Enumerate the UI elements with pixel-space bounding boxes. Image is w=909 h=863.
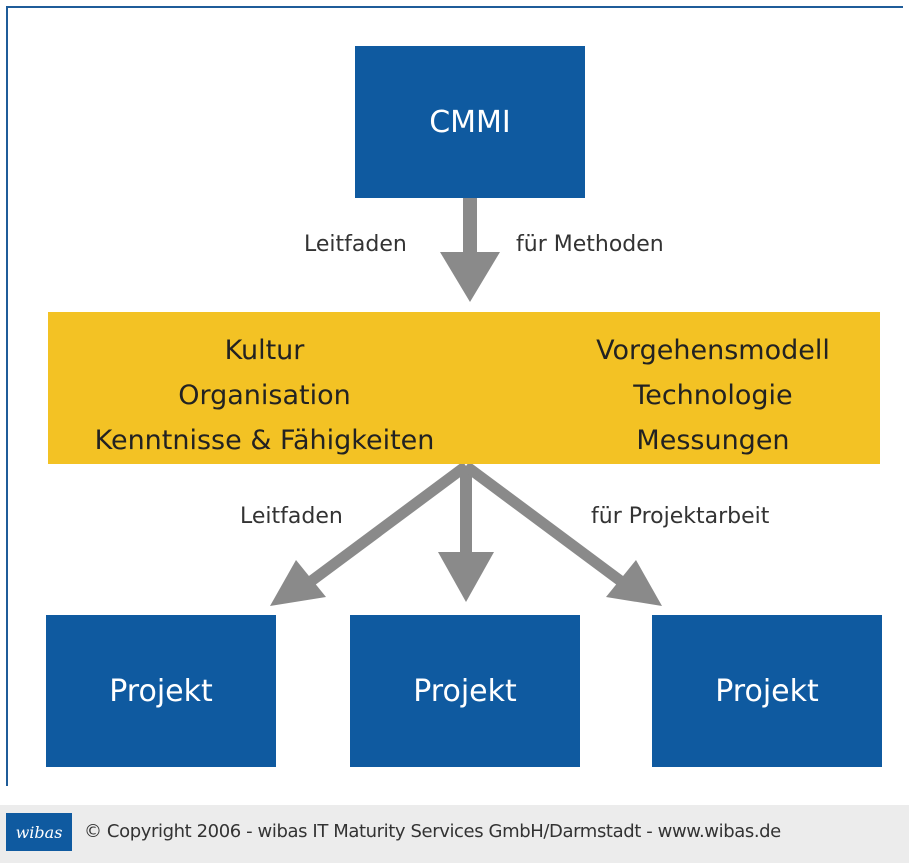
arrow-band-to-project-3 xyxy=(462,461,662,606)
wibas-logo: wibas xyxy=(6,813,72,851)
project-label: Projekt xyxy=(413,673,517,709)
arrow-band-to-project-2 xyxy=(438,466,494,602)
project-label: Projekt xyxy=(715,673,819,709)
bottom-arrow-label-left: Leitfaden xyxy=(240,504,343,529)
factor-kultur: Kultur xyxy=(224,335,305,366)
factors-band: Kultur Organisation Kenntnisse & Fähigke… xyxy=(48,312,880,464)
copyright-text: © Copyright 2006 - wibas IT Maturity Ser… xyxy=(84,821,781,842)
cmmi-box: CMMI xyxy=(355,46,585,198)
cmmi-label: CMMI xyxy=(429,104,511,140)
factors-left-column: Kultur Organisation Kenntnisse & Fähigke… xyxy=(62,328,467,463)
factor-kenntnisse: Kenntnisse & Fähigkeiten xyxy=(94,425,435,456)
top-arrow-label-right: für Methoden xyxy=(516,232,664,257)
top-arrow-label-left: Leitfaden xyxy=(304,232,407,257)
factor-organisation: Organisation xyxy=(178,380,351,411)
footer-bar: wibas © Copyright 2006 - wibas IT Maturi… xyxy=(0,805,909,863)
factor-messungen: Messungen xyxy=(636,425,790,456)
bottom-arrow-label-right: für Projektarbeit xyxy=(591,504,770,529)
wibas-logo-text: wibas xyxy=(15,822,63,842)
factor-technologie: Technologie xyxy=(633,380,793,411)
factor-vorgehensmodell: Vorgehensmodell xyxy=(596,335,830,366)
arrow-band-to-project-1 xyxy=(270,461,470,606)
project-box-2: Projekt xyxy=(350,615,580,767)
factors-right-column: Vorgehensmodell Technologie Messungen xyxy=(558,328,868,463)
diagram-frame xyxy=(6,6,903,786)
project-box-1: Projekt xyxy=(46,615,276,767)
project-label: Projekt xyxy=(109,673,213,709)
arrow-cmmi-to-band xyxy=(440,198,500,302)
project-box-3: Projekt xyxy=(652,615,882,767)
